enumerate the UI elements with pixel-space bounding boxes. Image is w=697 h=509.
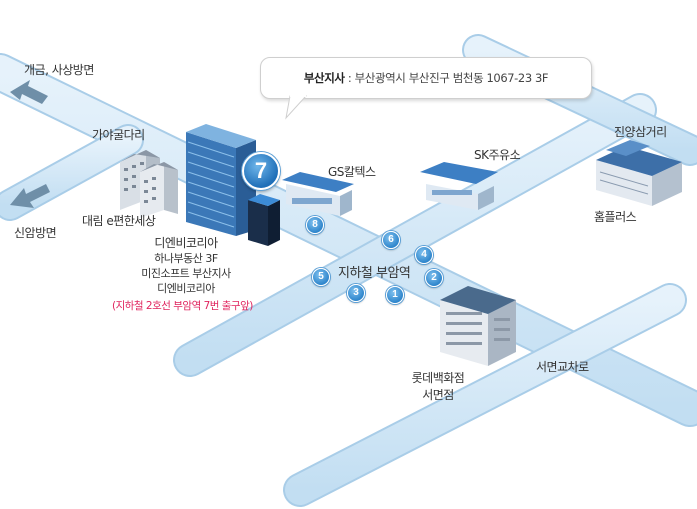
exit-5-marker: 5	[312, 268, 330, 286]
address-callout: 부산지사 : 부산광역시 부산진구 범천동 1067-23 3F	[260, 57, 592, 99]
place-daelim: 대림 e편한세상	[82, 214, 156, 228]
place-gs: GS칼텍스	[328, 165, 376, 179]
company-tenant-2: 미진소프트 부산지사	[141, 267, 231, 280]
exit-8-marker: 8	[306, 216, 324, 234]
direction-gaegeum: 개금, 사상방면	[24, 63, 94, 77]
station-label: 지하철 부암역	[338, 266, 411, 281]
company-tenant-1: 하나부동산 3F	[154, 252, 218, 265]
direction-sinam: 신암방면	[14, 226, 57, 240]
place-gayagul: 가야굴다리	[92, 128, 145, 142]
jinyang-road	[173, 93, 657, 377]
address-separator: :	[344, 71, 355, 85]
company-note: (지하철 2호선 부암역 7번 출구앞)	[112, 300, 253, 312]
company-tenant-3: 디엔비코리아	[157, 282, 215, 295]
exit-4-marker: 4	[415, 246, 433, 264]
office-address: 부산광역시 부산진구 범천동 1067-23 3F	[354, 71, 549, 85]
place-jinyang: 진양삼거리	[614, 125, 667, 139]
exit-7-marker: 7	[242, 152, 280, 190]
exit-2-marker: 2	[425, 269, 443, 287]
apartment-building-icon	[120, 150, 178, 218]
place-lotte-line2: 서면점	[422, 388, 454, 402]
department-store-icon	[596, 140, 682, 206]
place-sk: SK주유소	[474, 148, 521, 162]
place-homeplus: 홈플러스	[594, 210, 637, 224]
exit-3-marker: 3	[347, 284, 365, 302]
exit-1-marker: 1	[386, 286, 404, 304]
place-lotte: 롯데백화점 서면점	[410, 369, 466, 403]
arrow-down-left-icon	[10, 184, 50, 208]
exit-6-marker: 6	[382, 231, 400, 249]
gas-station-icon	[282, 172, 354, 216]
office-name: 부산지사	[303, 71, 345, 85]
company-info: 디엔비코리아 하나부동산 3F 미진소프트 부산지사 디엔비코리아	[118, 236, 254, 296]
place-lotte-line1: 롯데백화점	[411, 371, 465, 385]
place-seomyeon: 서면교차로	[536, 360, 589, 374]
gas-station-icon	[420, 162, 498, 210]
department-store-icon	[440, 286, 516, 366]
bottom-road	[283, 283, 687, 507]
company-name: 디엔비코리아	[154, 236, 218, 250]
arrow-left-icon	[10, 80, 48, 104]
